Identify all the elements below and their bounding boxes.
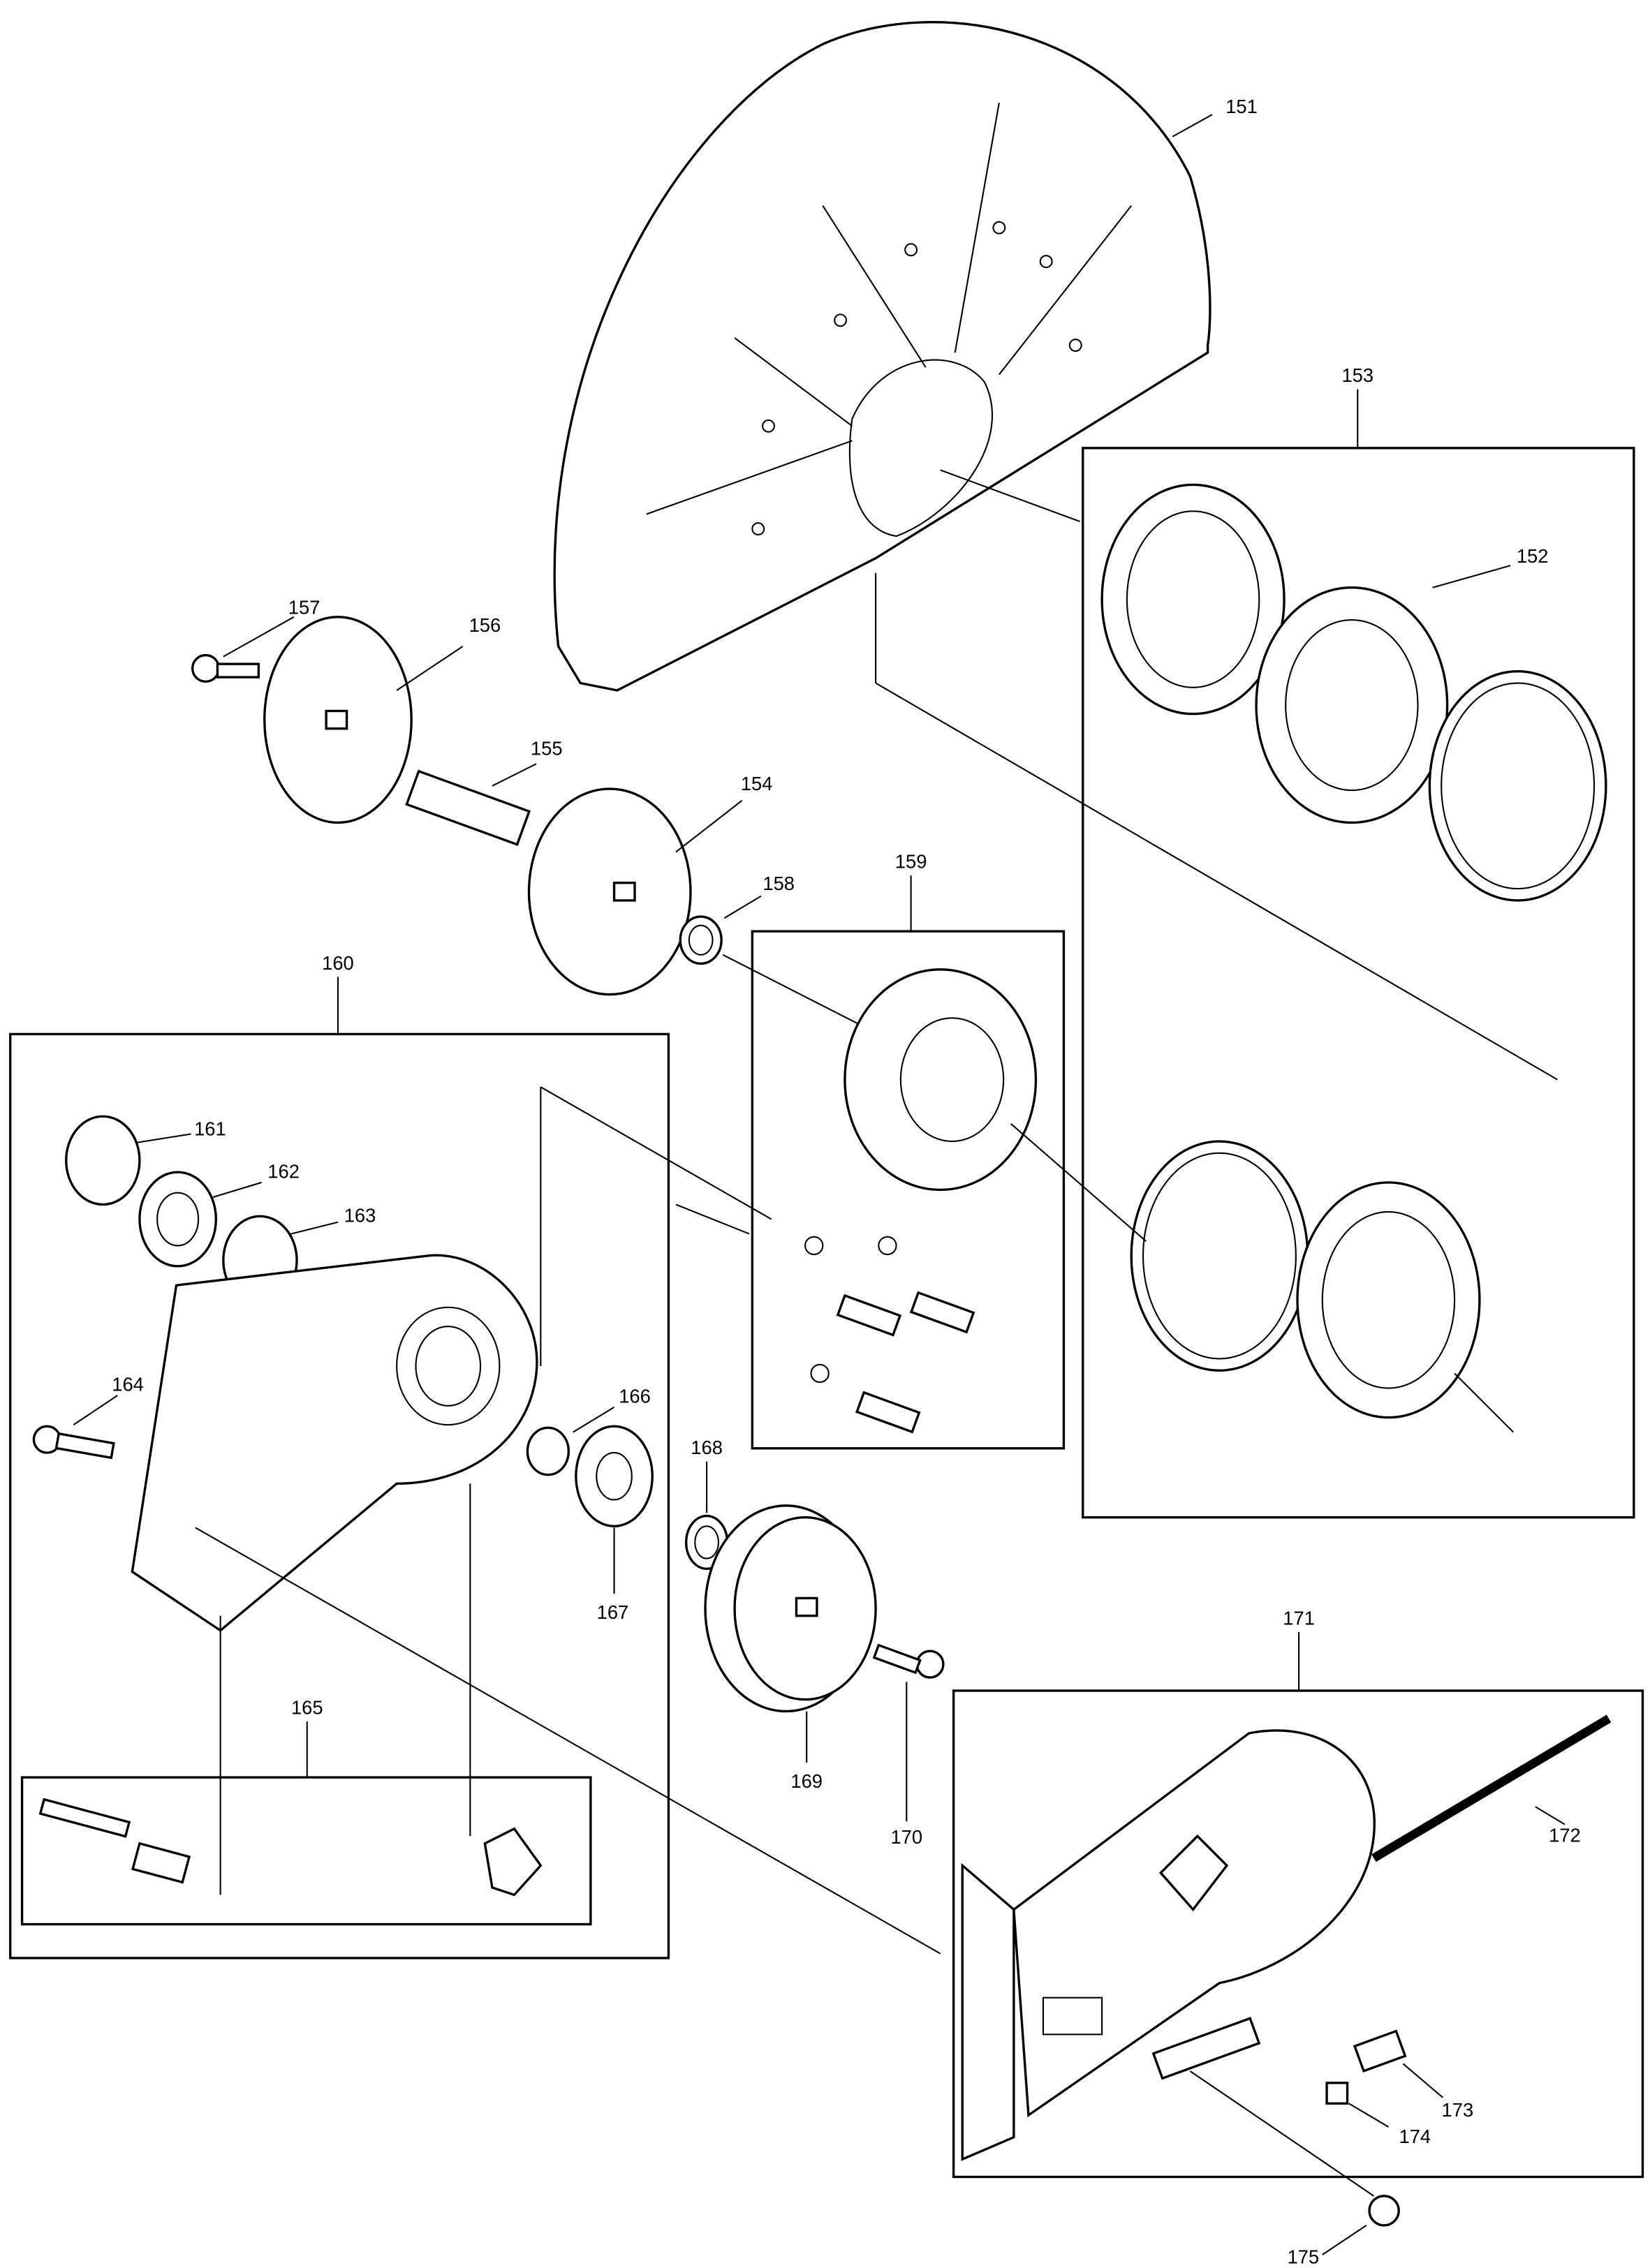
label-170: 170 — [890, 1826, 922, 1848]
label-156: 156 — [469, 614, 501, 636]
part-drive-pulley — [684, 1461, 945, 1822]
label-175: 175 — [1288, 2246, 1320, 2268]
label-172: 172 — [1549, 1825, 1581, 1846]
label-159: 159 — [895, 851, 927, 873]
label-157: 157 — [288, 597, 321, 618]
label-173: 173 — [1442, 2099, 1474, 2121]
label-168: 168 — [691, 1437, 723, 1458]
label-167: 167 — [597, 1601, 629, 1623]
label-152: 152 — [1517, 545, 1549, 567]
part-pulley-case-set — [32, 1086, 941, 1955]
label-164: 164 — [112, 1374, 144, 1395]
part-flanges-and-bolt — [191, 616, 867, 1029]
label-151: 151 — [1225, 96, 1258, 117]
group-box-160 — [9, 1032, 670, 1959]
label-163: 163 — [344, 1205, 376, 1226]
part-blade-guard — [553, 21, 1213, 692]
label-169: 169 — [790, 1770, 823, 1792]
label-174: 174 — [1399, 2126, 1431, 2147]
part-bearing-holder-set — [804, 968, 1147, 1434]
label-171: 171 — [1283, 1607, 1315, 1629]
label-153: 153 — [1341, 364, 1373, 386]
label-158: 158 — [763, 873, 795, 894]
label-161: 161 — [194, 1118, 226, 1140]
label-162: 162 — [267, 1161, 300, 1183]
label-166: 166 — [619, 1386, 651, 1407]
part-latch-set — [38, 1763, 543, 1897]
label-154: 154 — [741, 773, 773, 794]
part-guard-ring-set — [875, 469, 1607, 1433]
label-155: 155 — [531, 738, 563, 759]
label-160: 160 — [322, 952, 354, 974]
group-box-159 — [751, 930, 1066, 1450]
label-165: 165 — [291, 1697, 323, 1719]
part-belt-cover-set — [961, 1714, 1612, 2255]
